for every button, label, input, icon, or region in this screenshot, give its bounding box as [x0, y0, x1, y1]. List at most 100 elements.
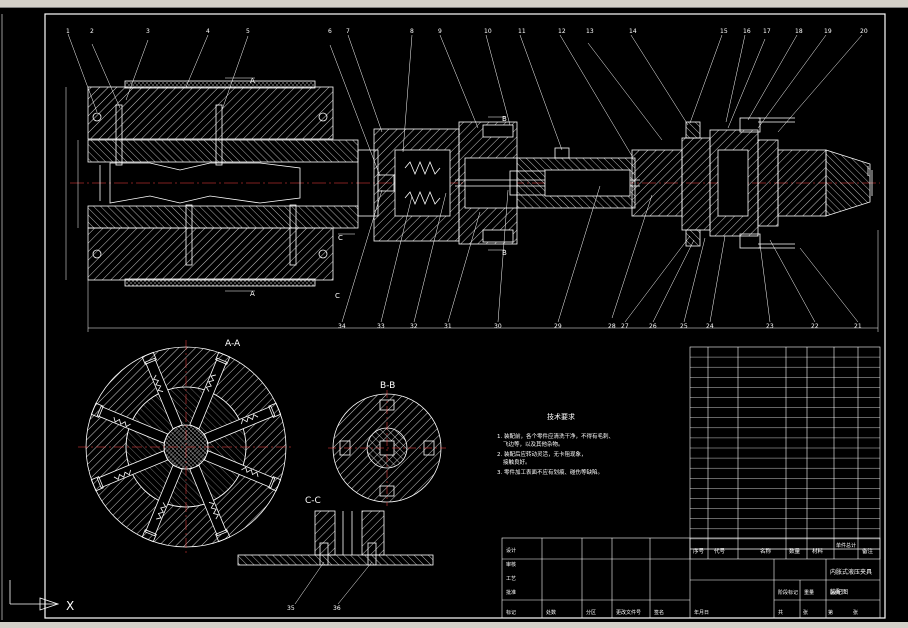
status-bar: [0, 622, 908, 628]
title-row-5: 年月日: [694, 609, 709, 616]
parts-header-remark: 备注: [862, 547, 874, 555]
tech-line-2: 飞边等，以及其他杂物。: [503, 440, 564, 448]
drawing-frame: [44, 13, 886, 619]
bottom-callout-leaders: [341, 185, 859, 323]
parts-header-no: 序号: [693, 547, 705, 555]
callout-24: 24: [706, 323, 714, 330]
section-aa-view: [78, 340, 294, 556]
title-approve-0: 设计: [506, 547, 516, 554]
callout-5: 5: [246, 28, 250, 35]
title-sheet-3: 张: [853, 609, 858, 616]
marker-a-top: A: [250, 77, 255, 85]
app-title-bar: [0, 0, 908, 8]
ucs-axis-label: X: [66, 599, 74, 613]
callout-27: 27: [621, 323, 629, 330]
callout-9: 9: [438, 28, 442, 35]
callout-22: 22: [811, 323, 819, 330]
main-assembly-view: [65, 77, 880, 332]
aa-spoke: [90, 402, 169, 444]
title-approve-2: 工艺: [506, 576, 516, 582]
parts-header-total: 总计: [846, 542, 856, 549]
technical-requirements: 技术要求 1. 装配前，各个零件应清洗干净，不得有毛刺、 飞边等，以及其他杂物。…: [497, 412, 614, 476]
callout-25: 25: [680, 323, 688, 330]
tech-line-5: 3. 零件加工表面不应有划痕、碰伤等缺陷。: [497, 468, 603, 476]
callout-29: 29: [554, 323, 562, 330]
callout-13: 13: [586, 28, 594, 35]
aa-spoke: [189, 464, 231, 543]
title-sheet-labels: 共张第张: [778, 609, 858, 616]
tech-title: 技术要求: [547, 412, 575, 421]
parts-header-unit: 单件: [836, 542, 846, 549]
section-bb-view: [328, 390, 446, 506]
aa-spoke: [141, 464, 183, 543]
cc-callout-35: 35: [287, 605, 295, 612]
marker-b-top: B: [502, 115, 507, 123]
tech-line-1: 1. 装配前，各个零件应清洗干净，不得有毛刺、: [497, 432, 614, 440]
title-stage-labels: 阶段标记重量比例: [778, 589, 840, 596]
callout-2: 2: [90, 28, 94, 35]
callout-33: 33: [377, 323, 385, 330]
title-row-3: 更改文件号: [616, 609, 641, 616]
callout-19: 19: [824, 28, 832, 35]
title-approve-3: 批准: [506, 589, 516, 596]
title-row-labels: 标记 处数 分区 更改文件号 签名 年月日: [506, 609, 709, 616]
callout-34: 34: [338, 323, 346, 330]
parts-list-table: [689, 346, 881, 560]
bottom-callout-labels: 34 33 32 31 30 29 28 27 26 25 24 23 22 21: [338, 323, 862, 330]
cc-callout-36: 36: [333, 605, 341, 612]
marker-c-mid: C: [338, 234, 343, 242]
top-callout-leaders: [67, 33, 863, 177]
callout-20: 20: [860, 28, 868, 35]
callout-10: 10: [484, 28, 492, 35]
callout-28: 28: [608, 323, 616, 330]
callout-6: 6: [328, 28, 332, 35]
marker-b-bottom: B: [502, 249, 507, 257]
callout-31: 31: [444, 323, 452, 330]
aa-spoke: [203, 402, 282, 444]
title-stage-0: 阶段标记: [778, 589, 798, 596]
callout-14: 14: [629, 28, 637, 35]
callout-32: 32: [410, 323, 418, 330]
marker-c-low: C: [335, 292, 340, 300]
parts-header-qty: 数量: [789, 547, 801, 555]
aa-spoke: [203, 450, 282, 492]
callout-26: 26: [649, 323, 657, 330]
section-bb-label: B-B: [380, 381, 395, 391]
title-stage-1: 重量: [804, 589, 814, 596]
callout-1: 1: [66, 28, 70, 35]
callout-12: 12: [558, 28, 566, 35]
callout-18: 18: [795, 28, 803, 35]
title-sheet-2: 第: [828, 609, 833, 616]
callout-4: 4: [206, 28, 210, 35]
title-row-2: 分区: [586, 609, 596, 616]
section-aa-label: A-A: [225, 339, 241, 349]
parts-list-header: 序号 代号 名称 数量 材料 单件 总计 备注: [693, 542, 874, 555]
title-drawing-name: 内胀式液压夹具: [830, 568, 872, 576]
parts-header-code: 代号: [714, 547, 726, 555]
callout-3: 3: [146, 28, 150, 35]
aa-spoke: [90, 450, 169, 492]
section-cc-view: [237, 510, 434, 605]
title-block: [501, 537, 881, 619]
callout-17: 17: [763, 28, 771, 35]
callout-7: 7: [346, 28, 350, 35]
parts-header-name: 名称: [760, 547, 772, 555]
callout-21: 21: [854, 323, 862, 330]
section-cc-label: C-C: [305, 496, 321, 506]
aa-spoke: [141, 351, 183, 430]
callout-8: 8: [410, 28, 414, 35]
tech-line-4: 接触良好。: [503, 458, 531, 466]
callout-15: 15: [720, 28, 728, 35]
callout-16: 16: [743, 28, 751, 35]
ucs-icon: [9, 580, 60, 611]
title-row-1: 处数: [546, 609, 556, 616]
title-row-0: 标记: [506, 609, 516, 616]
title-assembly: 装配图: [830, 588, 848, 596]
callout-23: 23: [766, 323, 774, 330]
title-row-4: 签名: [654, 609, 664, 616]
title-sheet-1: 张: [803, 609, 808, 616]
callout-30: 30: [494, 323, 502, 330]
